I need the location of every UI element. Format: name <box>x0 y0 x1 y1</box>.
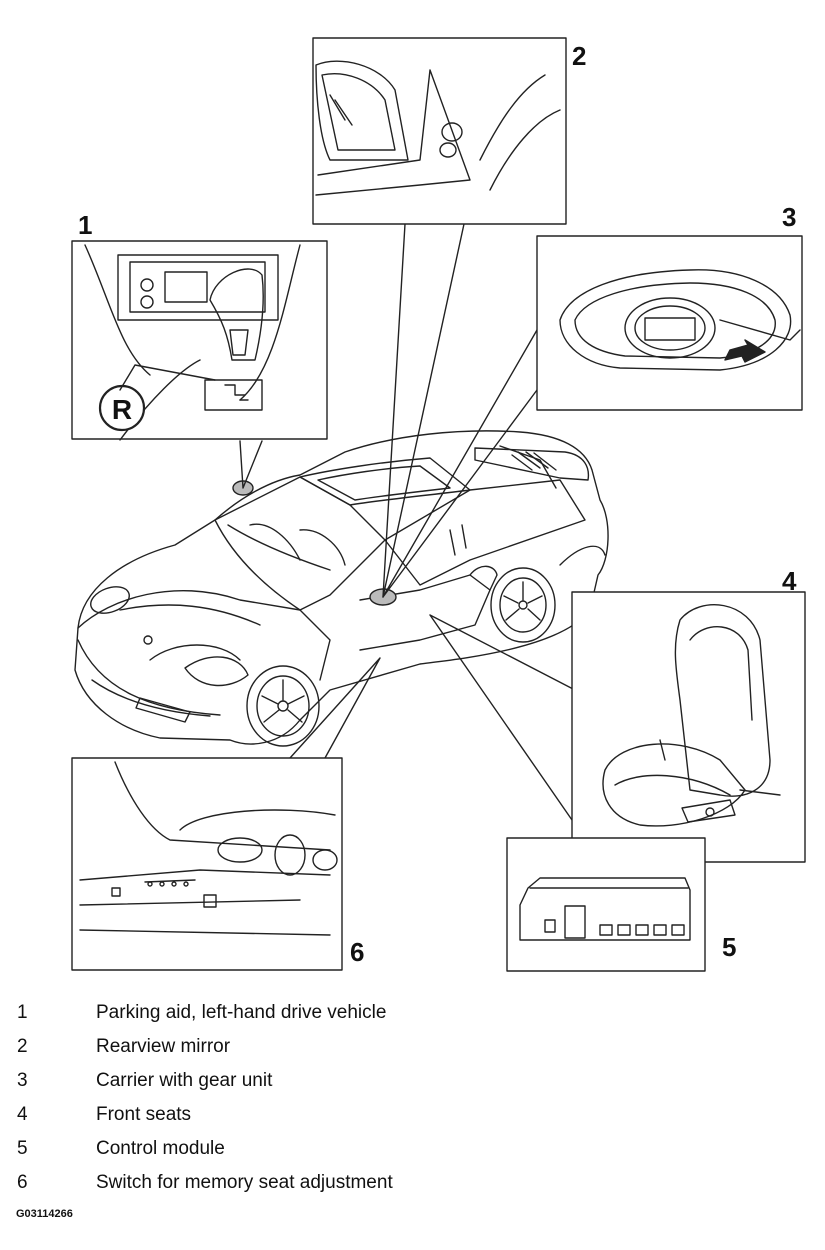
legend-label: Parking aid, left-hand drive vehicle <box>96 1002 387 1023</box>
legend-item: 4 Front seats <box>0 1100 825 1130</box>
legend-item: 1 Parking aid, left-hand drive vehicle <box>0 998 825 1028</box>
legend-number: 1 <box>17 1002 28 1023</box>
legend-number: 5 <box>17 1138 28 1159</box>
legend-number: 6 <box>17 1172 28 1193</box>
callout-6: 6 <box>350 937 365 967</box>
detail-box-6 <box>71 757 343 971</box>
callout-2: 2 <box>572 41 587 71</box>
detail-box-3 <box>536 235 803 411</box>
legend-label: Rearview mirror <box>96 1036 231 1057</box>
detail-box-1 <box>71 240 328 441</box>
legend-label: Carrier with gear unit <box>96 1070 273 1091</box>
callout-4: 4 <box>782 566 797 596</box>
callout-1: 1 <box>78 210 93 240</box>
legend-item: 3 Carrier with gear unit <box>0 1066 825 1096</box>
legend-number: 2 <box>17 1036 28 1057</box>
callout-5: 5 <box>722 932 737 962</box>
legend-label: Switch for memory seat adjustment <box>96 1172 393 1193</box>
diagram-illustration: R <box>71 37 806 972</box>
detail-box-5 <box>506 837 706 972</box>
figure-code: G03114266 <box>16 1208 73 1220</box>
legend-number: 3 <box>17 1070 28 1091</box>
legend-number: 4 <box>17 1104 28 1125</box>
car-illustration <box>74 430 609 747</box>
diagram-figure: R 1 2 3 4 5 6 <box>71 37 806 972</box>
legend-item: 5 Control module <box>0 1134 825 1164</box>
legend-label: Control module <box>96 1138 225 1159</box>
detail-box-4 <box>571 591 806 863</box>
legend-label: Front seats <box>96 1104 192 1125</box>
detail-box-2 <box>312 37 567 225</box>
legend-item: 2 Rearview mirror <box>0 1032 825 1062</box>
callout-3: 3 <box>782 202 797 232</box>
gear-r-letter: R <box>112 394 132 425</box>
legend-item: 6 Switch for memory seat adjustment <box>0 1168 825 1198</box>
